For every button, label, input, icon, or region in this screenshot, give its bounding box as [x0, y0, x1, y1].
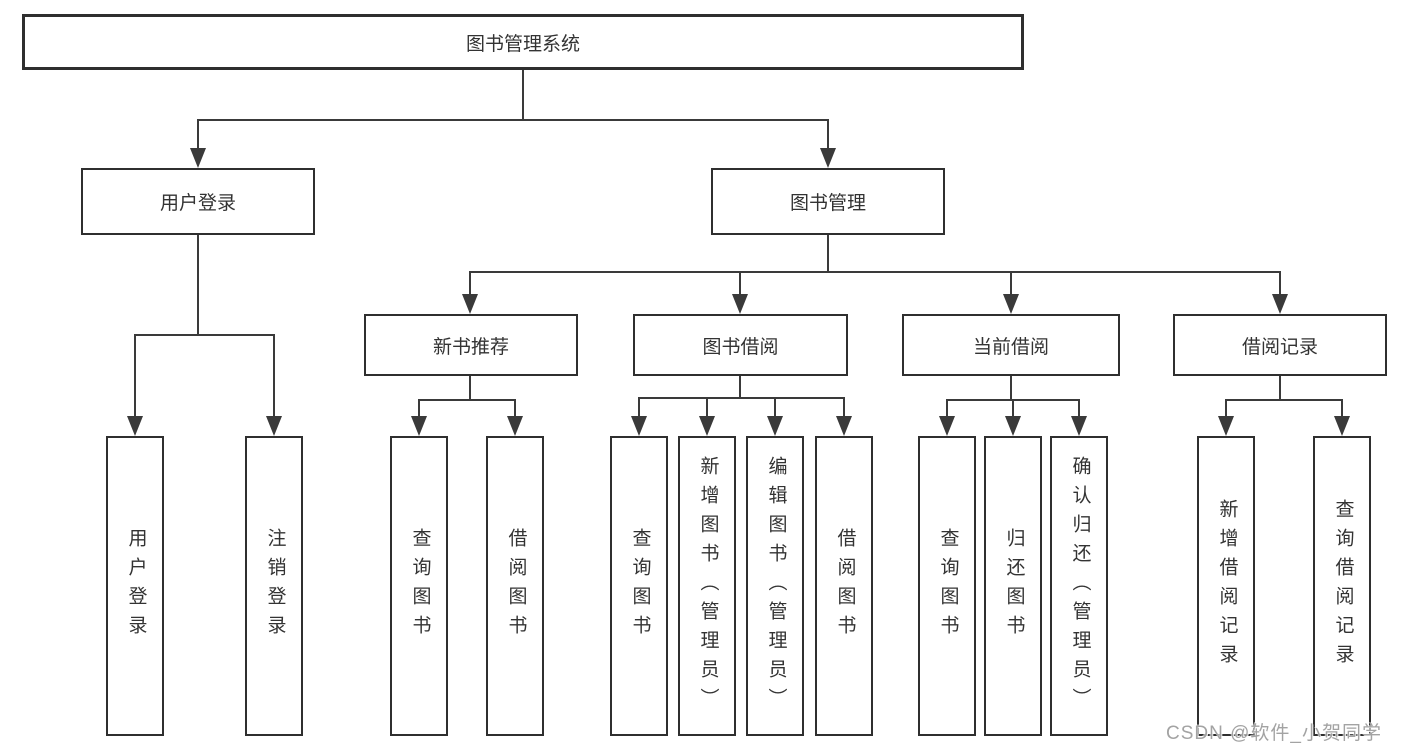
node-book-borrow: 图书借阅: [633, 314, 848, 376]
node-label: 归还图书: [1003, 528, 1025, 644]
node-user-login: 用户登录: [81, 168, 315, 235]
arrow-down-icon: [699, 416, 715, 436]
leaf-borrow-books-recommend: 借阅图书: [486, 436, 544, 736]
node-label: 用户登录: [125, 528, 147, 644]
connector-root-to-level2: [190, 70, 836, 168]
arrow-down-icon: [1334, 416, 1350, 436]
node-current-borrow: 当前借阅: [902, 314, 1120, 376]
arrow-down-icon: [732, 294, 748, 314]
connector-current-borrow-children: [939, 376, 1087, 436]
node-label: 注销登录: [264, 528, 286, 644]
leaf-query-borrow-record: 查询借阅记录: [1313, 436, 1371, 736]
arrow-down-icon: [1003, 294, 1019, 314]
arrow-down-icon: [1071, 416, 1087, 436]
node-root-library-system: 图书管理系统: [22, 14, 1024, 70]
connector-user-login-children: [127, 235, 282, 436]
leaf-query-books-current: 查询图书: [918, 436, 976, 736]
leaf-logout: 注销登录: [245, 436, 303, 736]
node-label: 新增图书（管理员）: [697, 455, 719, 717]
arrow-down-icon: [836, 416, 852, 436]
node-label: 用户登录: [159, 193, 236, 214]
arrow-down-icon: [190, 148, 206, 168]
csdn-watermark: CSDN @软件_小贺同学: [1166, 723, 1382, 744]
node-label: 新书推荐: [432, 336, 509, 358]
arrow-down-icon: [507, 416, 523, 436]
node-label: 当前借阅: [972, 336, 1049, 358]
connector-book-management-children: [462, 235, 1288, 314]
arrow-down-icon: [462, 294, 478, 314]
leaf-confirm-return-admin: 确认归还（管理员）: [1050, 436, 1108, 736]
arrow-down-icon: [767, 416, 783, 436]
node-label: 查询图书: [629, 528, 651, 644]
arrow-down-icon: [266, 416, 282, 436]
leaf-query-books-recommend: 查询图书: [390, 436, 448, 736]
node-label: 查询借阅记录: [1332, 499, 1354, 673]
arrow-down-icon: [1218, 416, 1234, 436]
leaf-borrow-books: 借阅图书: [815, 436, 873, 736]
node-borrow-records: 借阅记录: [1173, 314, 1387, 376]
node-book-management: 图书管理: [711, 168, 945, 235]
node-label: 借阅图书: [505, 528, 527, 644]
node-label: 借阅记录: [1241, 336, 1318, 358]
node-label: 借阅图书: [834, 528, 856, 644]
arrow-down-icon: [1005, 416, 1021, 436]
arrow-down-icon: [631, 416, 647, 436]
node-label: 确认归还（管理员）: [1069, 455, 1091, 717]
leaf-add-borrow-record: 新增借阅记录: [1197, 436, 1255, 736]
node-label: 图书借阅: [702, 336, 779, 358]
connector-new-book-recommend-children: [411, 376, 523, 436]
node-label: 编辑图书（管理员）: [765, 455, 787, 717]
leaf-edit-books-admin: 编辑图书（管理员）: [746, 436, 804, 736]
arrow-down-icon: [820, 148, 836, 168]
arrow-down-icon: [127, 416, 143, 436]
arrow-down-icon: [939, 416, 955, 436]
leaf-add-books-admin: 新增图书（管理员）: [678, 436, 736, 736]
node-label: 图书管理系统: [465, 33, 580, 55]
connector-book-borrow-children: [631, 376, 852, 436]
node-label: 新增借阅记录: [1216, 499, 1238, 673]
leaf-query-books-borrow: 查询图书: [610, 436, 668, 736]
node-label: 查询图书: [937, 528, 959, 644]
arrow-down-icon: [1272, 294, 1288, 314]
arrow-down-icon: [411, 416, 427, 436]
node-label: 图书管理: [789, 193, 866, 214]
node-label: 查询图书: [409, 528, 431, 644]
leaf-return-books: 归还图书: [984, 436, 1042, 736]
leaf-user-login: 用户登录: [106, 436, 164, 736]
node-new-book-recommend: 新书推荐: [364, 314, 578, 376]
connector-borrow-records-children: [1218, 376, 1350, 436]
